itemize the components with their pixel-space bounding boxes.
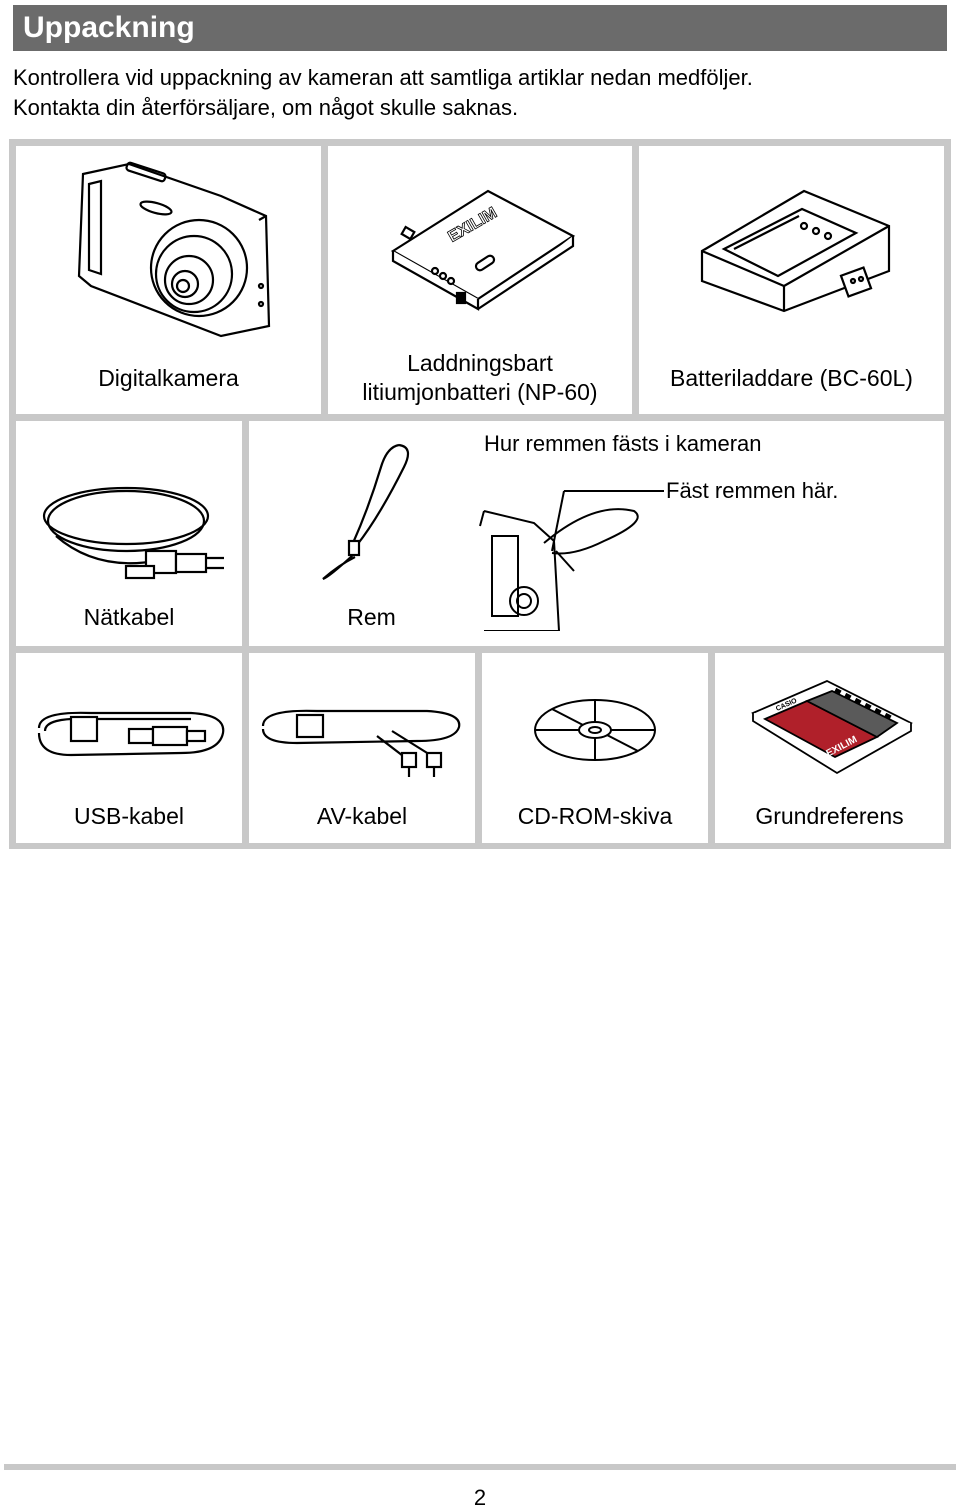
av-cable-icon xyxy=(261,709,461,777)
cdrom-icon xyxy=(534,699,656,761)
strap-attach-label: Fäst remmen här. xyxy=(666,478,839,503)
power-cord-icon xyxy=(42,486,224,580)
strap-howto-label: Hur remmen fästs i kameran xyxy=(484,431,762,456)
battery-icon: EXILIM xyxy=(390,189,576,311)
caption-reference: Grundreferens xyxy=(755,803,904,829)
cell-charger: Batteriladdare (BC-60L) xyxy=(639,146,944,414)
cell-camera: Digitalkamera xyxy=(16,146,321,414)
caption-camera: Digitalkamera xyxy=(98,365,239,391)
cell-av-cable: AV-kabel xyxy=(249,653,475,843)
caption-charger: Batteriladdare (BC-60L) xyxy=(670,365,913,391)
charger-icon xyxy=(700,189,891,313)
section-title: Uppackning xyxy=(23,11,195,44)
intro-line-2: Kontakta din återförsäljare, om något sk… xyxy=(13,95,519,120)
cell-usb-cable: USB-kabel xyxy=(16,653,242,843)
page-number: 2 xyxy=(473,1485,487,1510)
footer-rule xyxy=(4,1464,956,1470)
intro-text: Kontrollera vid uppackning av kameran at… xyxy=(13,63,753,123)
section-header: Uppackning xyxy=(13,5,947,51)
contents-grid: Digitalkamera EXILIM Laddningsbart litiu… xyxy=(9,139,951,849)
camera-icon xyxy=(77,161,271,338)
caption-cdrom: CD-ROM-skiva xyxy=(517,803,673,829)
manual-icon: CASIO EXILIM xyxy=(751,680,913,775)
caption-av-cable: AV-kabel xyxy=(316,803,408,829)
cell-cdrom: CD-ROM-skiva xyxy=(482,653,708,843)
intro-line-1: Kontrollera vid uppackning av kameran at… xyxy=(13,65,753,90)
caption-strap: Rem xyxy=(347,604,396,630)
cell-battery: EXILIM Laddningsbart litiumjonbatteri (N… xyxy=(328,146,632,414)
caption-battery-line-1: Laddningsbart xyxy=(407,350,553,376)
strap-icon xyxy=(322,443,410,581)
caption-power-cord: Nätkabel xyxy=(83,604,175,630)
caption-usb-cable: USB-kabel xyxy=(74,803,184,829)
cell-reference: CASIO EXILIM Grundreferens xyxy=(715,653,944,843)
strap-attach-icon xyxy=(479,490,664,631)
caption-battery-line-2: litiumjonbatteri (NP-60) xyxy=(362,379,598,405)
usb-cable-icon xyxy=(37,711,225,757)
cell-strap: Hur remmen fästs i kameran Fäst remmen h… xyxy=(249,421,944,646)
cell-power-cord: Nätkabel xyxy=(16,421,242,646)
